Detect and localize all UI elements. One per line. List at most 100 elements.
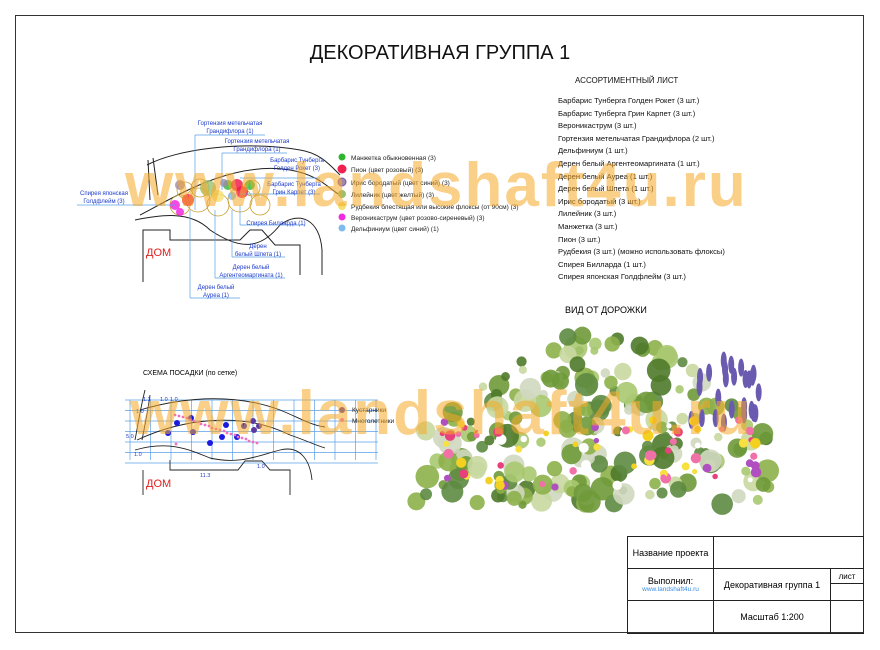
dim-label: 1.0: [160, 397, 168, 403]
flower: [666, 423, 672, 429]
foliage: [569, 356, 586, 373]
flower: [473, 432, 480, 439]
list-item: Ирис бородатый (3 шт.): [558, 196, 641, 206]
flower: [456, 457, 467, 468]
foliage: [506, 490, 522, 506]
foliage: [649, 477, 661, 490]
foliage: [575, 373, 599, 397]
foliage: [590, 455, 609, 473]
flower: [543, 430, 550, 437]
flower: [485, 476, 493, 485]
shrub-dot: [250, 418, 256, 424]
shrub-dot: [219, 434, 225, 440]
scheme-dots: [165, 413, 262, 446]
foliage: [516, 356, 527, 367]
foliage: [579, 402, 594, 417]
foliage: [518, 500, 527, 509]
foliage: [614, 362, 632, 381]
flower: [515, 445, 523, 453]
flower: [712, 473, 718, 480]
legend-item: Ирис бородатый (цвет синий) (3): [351, 179, 450, 187]
plan-labels: Гортензия метельчатая Грандифлора (1) Го…: [80, 121, 325, 299]
flower: [593, 437, 600, 444]
shrub-dot: [241, 423, 247, 429]
flower: [694, 442, 701, 449]
list-item: Вероникаструм (3 шт.): [558, 121, 637, 131]
drawing-name: Декоративная группа 1: [713, 568, 831, 601]
flower: [631, 463, 637, 470]
empty-cell: [830, 600, 864, 634]
foliage: [590, 346, 599, 355]
flower: [621, 426, 630, 435]
foliage: [508, 411, 523, 425]
foliage: [624, 405, 634, 415]
flower: [569, 467, 577, 475]
list-item: Пион (3 шт.): [558, 234, 601, 244]
label-barberry-green-line2: Грин Карпет (3): [273, 190, 316, 196]
label-deren-arg-line2: Аргентеомаргината (1): [219, 273, 282, 279]
perennial-dot: [229, 432, 233, 436]
shrub-dot: [207, 440, 213, 446]
flower: [495, 480, 505, 490]
delphinium-flower: [715, 388, 722, 407]
legend-swatch: [338, 190, 346, 198]
legend-swatch: [338, 224, 346, 232]
foliage: [415, 464, 440, 489]
label-deren-shpeta: Дерен: [249, 244, 266, 250]
foliage: [711, 493, 733, 515]
perennial-dot: [174, 442, 178, 446]
perennial-dot: [185, 416, 189, 420]
flower: [673, 427, 683, 437]
flower: [444, 430, 456, 441]
foliage: [416, 421, 436, 441]
foliage: [604, 375, 618, 390]
foliage: [613, 451, 637, 475]
foliage: [441, 480, 464, 503]
foliage: [420, 488, 433, 501]
perennial-dot: [214, 427, 218, 431]
flower: [750, 437, 761, 449]
list-item: Барбарис Тунберга Грин Карпет (3 шт.): [558, 108, 696, 118]
flower: [457, 420, 465, 428]
foliage: [501, 372, 510, 381]
flower: [745, 426, 755, 436]
flower: [750, 452, 758, 460]
scheme-dims: 1.3 1.0 1.0 1.0 5.0 1.0 11.3 1.0: [126, 397, 265, 479]
perennial-dot: [192, 419, 196, 423]
legend-swatch-perennials: [340, 418, 344, 422]
dim-label: 5.0: [126, 434, 134, 440]
label-hortensia-1-line2: Грандифлора (1): [206, 129, 253, 135]
scale: Масштаб 1:200: [713, 600, 831, 634]
list-item: Дерен белый Шпета (1 шт.): [558, 184, 654, 194]
label-spirea-japanese-line2: Голдфлейм (3): [83, 198, 124, 205]
delphinium-flower: [720, 351, 727, 370]
perennial-dot: [181, 415, 185, 419]
legend-item: Рудбекия блестящая или высокие флоксы (о…: [351, 203, 519, 211]
scheme-title: СХЕМА ПОСАДКИ (по сетке): [143, 370, 238, 377]
label-barberry-green: Барбарис Тунберга: [267, 182, 321, 188]
label-deren-aurea-line2: Ауреа (1): [203, 293, 229, 299]
author-link[interactable]: www.landshaft4u.ru: [642, 586, 699, 593]
legend-shrubs: Кустарники: [352, 407, 386, 414]
flower: [735, 416, 743, 424]
dim-label: 1.0: [136, 409, 144, 415]
foliage: [442, 402, 463, 423]
sheet-frame: [15, 15, 864, 633]
label-hortensia-2: Гортензия метельчатая: [225, 139, 290, 145]
shrub-dot: [251, 427, 257, 433]
foliage: [438, 451, 459, 472]
shrub-dot: [165, 430, 171, 436]
flower: [551, 483, 559, 491]
shrub-dot: [174, 420, 180, 426]
delphinium-flower: [696, 377, 703, 396]
foliage: [589, 337, 602, 351]
delphinium-flower: [728, 355, 735, 374]
flower: [443, 448, 454, 459]
delphinium-flower: [698, 408, 705, 427]
flower: [443, 440, 450, 447]
list-item: Дерен белый Ауреа (1 шт.): [558, 171, 653, 181]
foliage: [467, 455, 488, 476]
plan-outline: [134, 145, 341, 282]
legend-swatch: [337, 164, 347, 174]
